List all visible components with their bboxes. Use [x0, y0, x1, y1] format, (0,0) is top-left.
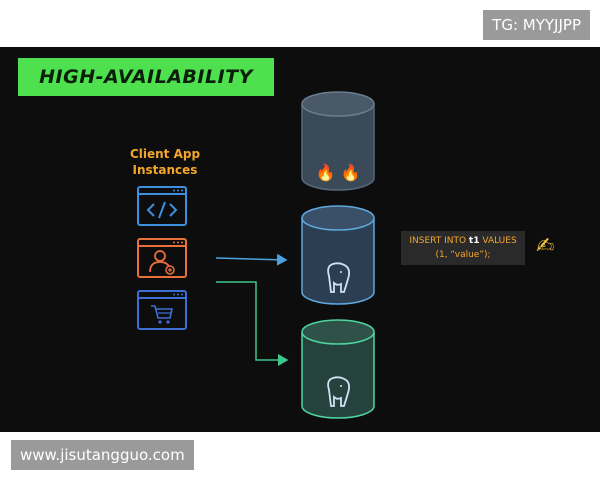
fire-icon: 🔥 🔥: [316, 163, 361, 182]
sql-line-1: INSERT INTO t1 VALUES: [401, 234, 525, 248]
client-app-label: Client App Instances: [126, 146, 204, 178]
title-banner: HIGH-AVAILABILITY: [18, 58, 274, 96]
top-watermark: TG: MYYJJPP: [483, 10, 590, 40]
sql-table-name: t1: [468, 236, 480, 246]
primary-postgres-database-icon: [301, 205, 375, 305]
arrow-to-primary: [215, 253, 288, 266]
sql-statement-box: INSERT INTO t1 VALUES (1, “value”);: [401, 231, 525, 265]
postgres-elephant-icon: [327, 262, 351, 293]
sql-keyword-values: VALUES: [479, 236, 517, 246]
sql-keyword-insert: INSERT INTO: [409, 236, 469, 246]
shopping-cart-window-icon: [137, 290, 187, 330]
postgres-elephant-icon: [327, 376, 351, 407]
arrow-to-standby: [216, 281, 289, 366]
sql-line-2: (1, “value”);: [435, 250, 491, 260]
bottom-watermark: www.jisutangguo.com: [11, 440, 194, 470]
writing-hand-icon: ✍: [536, 234, 555, 259]
code-window-icon: [137, 186, 187, 226]
standby-postgres-database-icon: [301, 319, 375, 419]
diagram-title: HIGH-AVAILABILITY: [39, 66, 253, 88]
user-profile-window-icon: [137, 238, 187, 278]
failed-database-icon: [301, 91, 375, 191]
client-label-line2: Instances: [132, 163, 198, 177]
client-label-line1: Client App: [129, 147, 201, 161]
